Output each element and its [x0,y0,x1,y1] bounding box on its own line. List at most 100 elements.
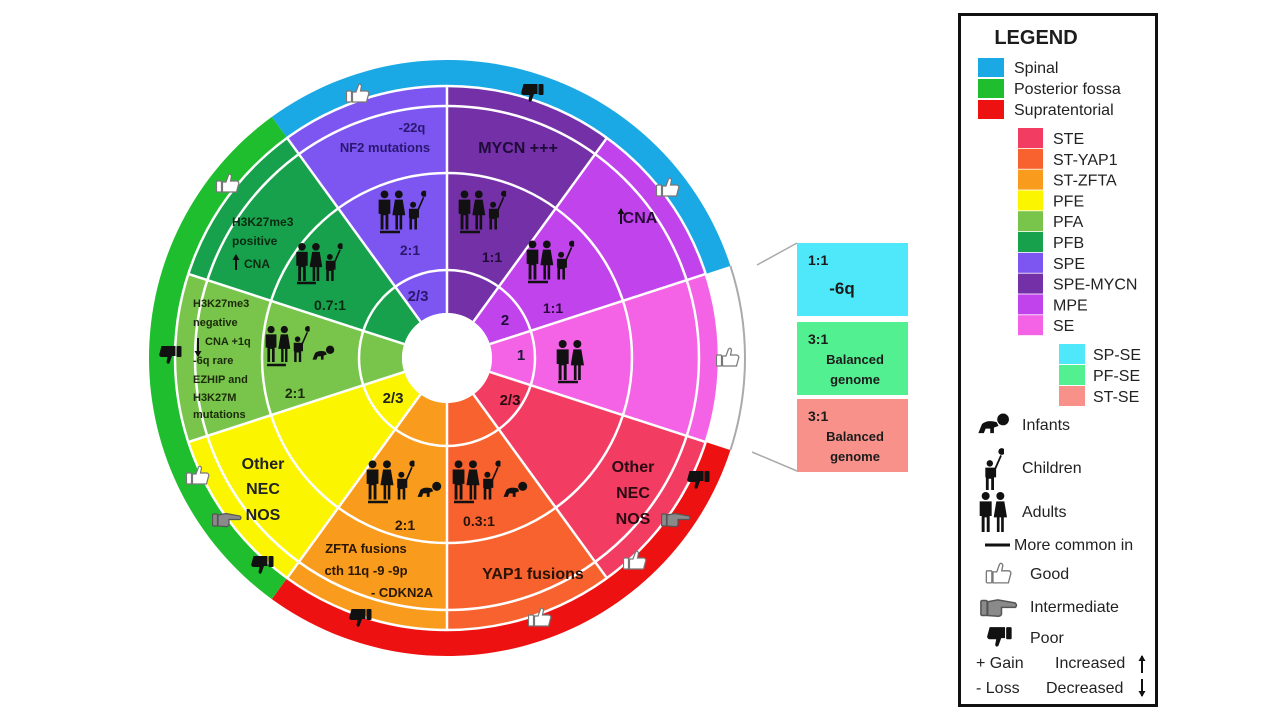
st-se-feature-text: Balanced [826,429,884,444]
region-label: Posterior fossa [1014,81,1121,98]
st-se-feature-text: genome [830,449,880,464]
subtype-label: ST-YAP1 [1053,152,1118,169]
sector-divider [187,370,405,444]
ring-spinal [271,60,731,274]
st-se-box [797,399,908,472]
pfa-feature-text: CNA +1q [205,336,251,348]
subtype-swatch [1018,273,1043,294]
subtype-label: SE [1053,318,1074,335]
region-swatch [978,100,1004,119]
se-type-label: ST-SE [1093,389,1139,406]
infants-label: Infants [1022,417,1070,434]
mycn-frequency: 2 [501,312,509,329]
arrow-up-icon [232,254,240,270]
arrow-down-icon [194,338,202,357]
pfe-frequency: 2/3 [383,390,404,407]
yap1-sex-ratio: 0.3:1 [463,513,495,529]
loss-label: - Loss [976,680,1020,697]
pf-se-sex-ratio: 3:1 [808,331,828,347]
subtype-swatch [1018,190,1043,211]
subtype-label: SPE [1053,256,1085,273]
more-common-label: More common in [1014,537,1133,554]
st-se-sex-ratio: 3:1 [808,408,828,424]
ste-feature-text: NEC [616,485,650,502]
spe-feature-text: NF2 mutations [340,140,430,155]
decreased-label: Decreased [1046,680,1123,697]
sector-se [489,273,719,443]
pfa-feature-text: -6q rare [193,355,233,367]
se-type-swatch [1059,344,1085,364]
subtype-label: MPE [1053,297,1088,314]
legend-box [958,13,1158,707]
sector-pfa [175,273,405,443]
spe-frequency: 2/3 [408,288,429,305]
children-label: Children [1022,460,1082,477]
sector-divider [187,272,405,346]
sector-zfta [287,394,447,630]
pf-se-feature-text: Balanced [826,352,884,367]
pfa-feature-text: H3K27M [193,392,236,404]
pf-se-feature-text: genome [830,372,880,387]
adults-label: Adults [1022,504,1066,521]
subtype-swatch [1018,315,1043,336]
sector-divider [472,137,608,323]
pfa-feature-text: H3K27me3 [193,298,249,310]
pfa-feature-text: EZHIP and [193,374,248,386]
region-label: Supratentorial [1014,102,1114,119]
poor-label: Poor [1030,630,1064,647]
se-type-swatch [1059,365,1085,385]
gain-label: + Gain [976,655,1024,672]
ring-gap-outline [729,265,746,451]
legend-title: LEGEND [994,27,1077,49]
sector-spe [287,86,447,322]
sector-divider [286,137,422,323]
mpe-feature-text: CNA [623,210,658,227]
pfa-feature-text: negative [193,317,238,329]
subtype-swatch [1018,252,1043,273]
sector-divider [489,272,707,346]
subtype-label: STE [1053,131,1084,148]
pfb-feature-text: CNA [244,257,270,271]
sp-se-box [797,243,908,316]
sector-mycn [447,86,607,322]
subtype-swatch [1018,211,1043,232]
subtype-swatch [1018,169,1043,190]
center-hole [402,313,492,403]
connector-line [756,242,798,266]
ring-posterior-fossa [148,116,288,600]
ste-frequency: 2/3 [500,392,521,409]
subtype-label: PFA [1053,214,1084,231]
subtype-swatch [1018,148,1043,169]
ste-feature-text: NOS [616,511,651,528]
arrow-up-icon [617,208,625,224]
increased-label: Increased [1055,655,1125,672]
pfb-feature-text: positive [232,234,278,248]
connector-line [751,451,798,472]
mycn-feature-text: MYCN +++ [478,140,558,157]
subtype-swatch [1018,294,1043,315]
arrow-up-icon [1138,655,1146,673]
zfta-feature-text: cth 11q -9 -9p [324,563,407,578]
se-type-swatch [1059,386,1085,406]
sector-divider [489,370,707,444]
pf-se-box [797,322,908,395]
mpe-sex-ratio: 1:1 [543,300,563,316]
yap1-feature-text: YAP1 fusions [482,566,584,583]
region-swatch [978,58,1004,77]
sector-divider [286,393,422,579]
sector-divider [472,393,608,579]
zfta-feature-text: - CDKN2A [371,585,434,600]
subtype-swatch [1018,128,1043,148]
spe-sex-ratio: 2:1 [400,242,420,258]
pfe-feature-text: NEC [246,481,280,498]
se-frequency: 1 [517,347,525,364]
subtype-label: SPE-MYCN [1053,277,1137,294]
ste-feature-text: Other [612,459,655,476]
region-swatch [978,79,1004,98]
se-type-label: SP-SE [1093,347,1141,364]
pfb-feature-text: H3K27me3 [232,215,294,229]
